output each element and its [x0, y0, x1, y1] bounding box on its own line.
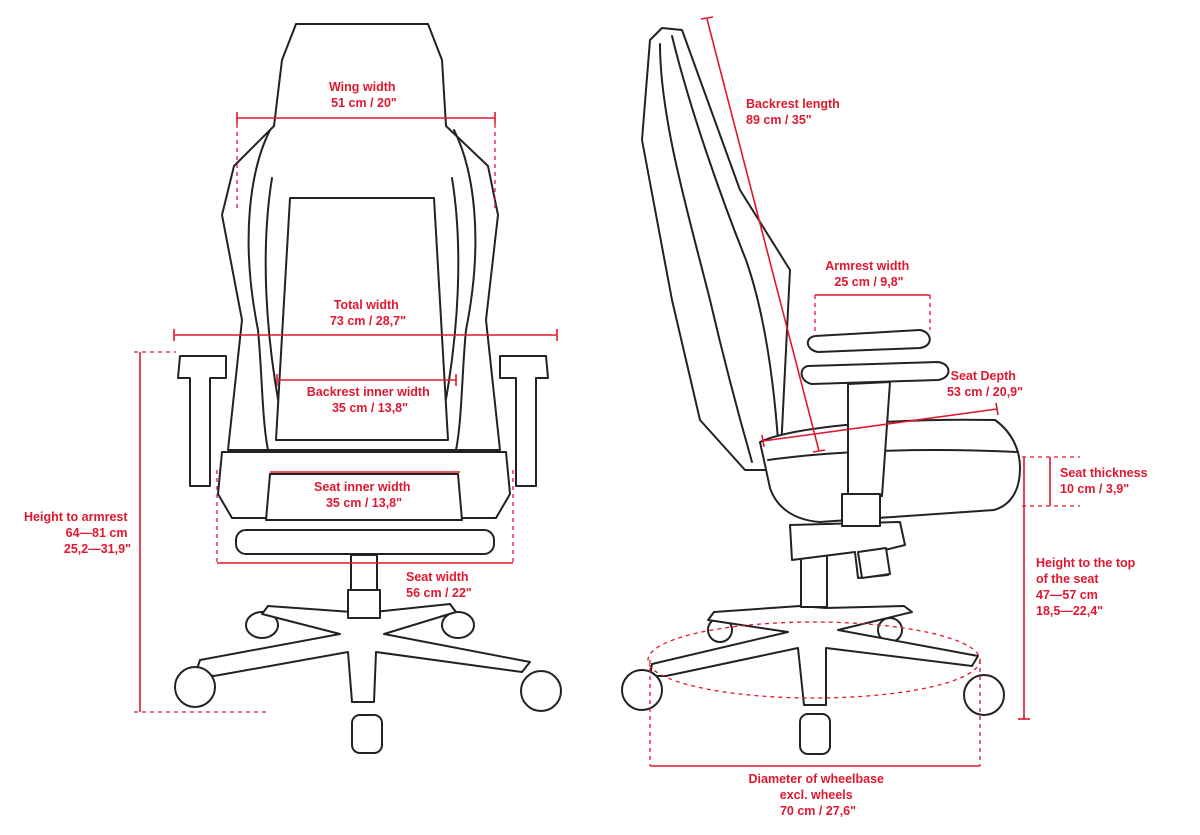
front-view-seat-inner — [265, 473, 463, 521]
side-view-wheel-left — [621, 669, 663, 711]
backrest-length-label: Backrest length 89 cm / 35" — [746, 97, 843, 127]
front-view-wheel-left — [174, 666, 216, 708]
backrest-length-tick-top — [700, 16, 714, 20]
front-view-gas-cylinder — [350, 554, 378, 593]
front-view-wheel-back-right — [441, 611, 475, 639]
wing-width-label: Wing width 51 cm / 20" — [329, 80, 399, 110]
front-view-wing-left — [247, 129, 271, 451]
side-view-armrest-pad-upper — [806, 329, 931, 353]
seat-thickness-label: Seat thickness 10 cm / 3,9" — [1060, 466, 1151, 496]
front-view-armrest-left — [177, 355, 227, 487]
seat-depth-tick-right — [995, 402, 999, 416]
front-view-wheel-back-left — [245, 611, 279, 639]
chair-front-view — [174, 23, 562, 754]
side-view-wheel-front — [799, 713, 831, 755]
front-view-cylinder-cover — [347, 589, 381, 619]
seat-depth-tick-left — [761, 434, 765, 448]
backrest-inner-width-label: Backrest inner width 35 cm / 13,8" — [307, 385, 433, 415]
dimension-lines — [134, 16, 1080, 767]
side-view-seat-seam — [767, 449, 1019, 461]
side-view-armrest-post — [847, 381, 891, 497]
front-view-wing-right — [453, 129, 477, 451]
front-view-wheel-right — [520, 670, 562, 712]
armrest-width-label: Armrest width 25 cm / 9,8" — [825, 259, 913, 289]
side-view-tilt-lever — [857, 547, 891, 579]
side-view-backrest-seam-1 — [659, 43, 753, 463]
front-view-wheel-front — [351, 714, 383, 754]
wheelbase-diameter-label: Diameter of wheelbase excl. wheels 70 cm… — [749, 772, 888, 818]
height-to-armrest-label: Height to armrest 64—81 cm 25,2—31,9" — [24, 510, 131, 556]
seat-inner-width-label: Seat inner width 35 cm / 13,8" — [314, 480, 414, 510]
side-view-backrest — [641, 27, 791, 471]
front-view-seat-mechanism — [235, 529, 495, 555]
backrest-length-line — [706, 18, 820, 452]
front-view-wheelbase — [195, 603, 531, 703]
front-view-armrest-right — [499, 355, 549, 487]
side-view-wheel-right — [963, 674, 1005, 716]
side-view-backrest-seam-2 — [671, 35, 779, 441]
seat-height-label: Height to the top of the seat 47—57 cm 1… — [1036, 556, 1139, 618]
total-width-label: Total width 73 cm / 28,7" — [330, 298, 406, 328]
side-view-armrest-base — [841, 493, 881, 527]
side-view-armrest-pad — [800, 361, 950, 385]
side-view-gas-cylinder — [800, 554, 828, 608]
dimension-labels: Wing width 51 cm / 20" Total width 73 cm… — [24, 80, 1151, 818]
backrest-length-tick-bottom — [812, 449, 826, 453]
seat-depth-label: Seat Depth 53 cm / 20,9" — [947, 369, 1023, 399]
side-view-seat-cushion — [759, 418, 1021, 523]
chair-side-view — [621, 27, 1021, 755]
side-view-wheelbase — [649, 605, 979, 706]
seat-width-label: Seat width 56 cm / 22" — [406, 570, 472, 600]
seat-depth-line — [762, 408, 998, 442]
